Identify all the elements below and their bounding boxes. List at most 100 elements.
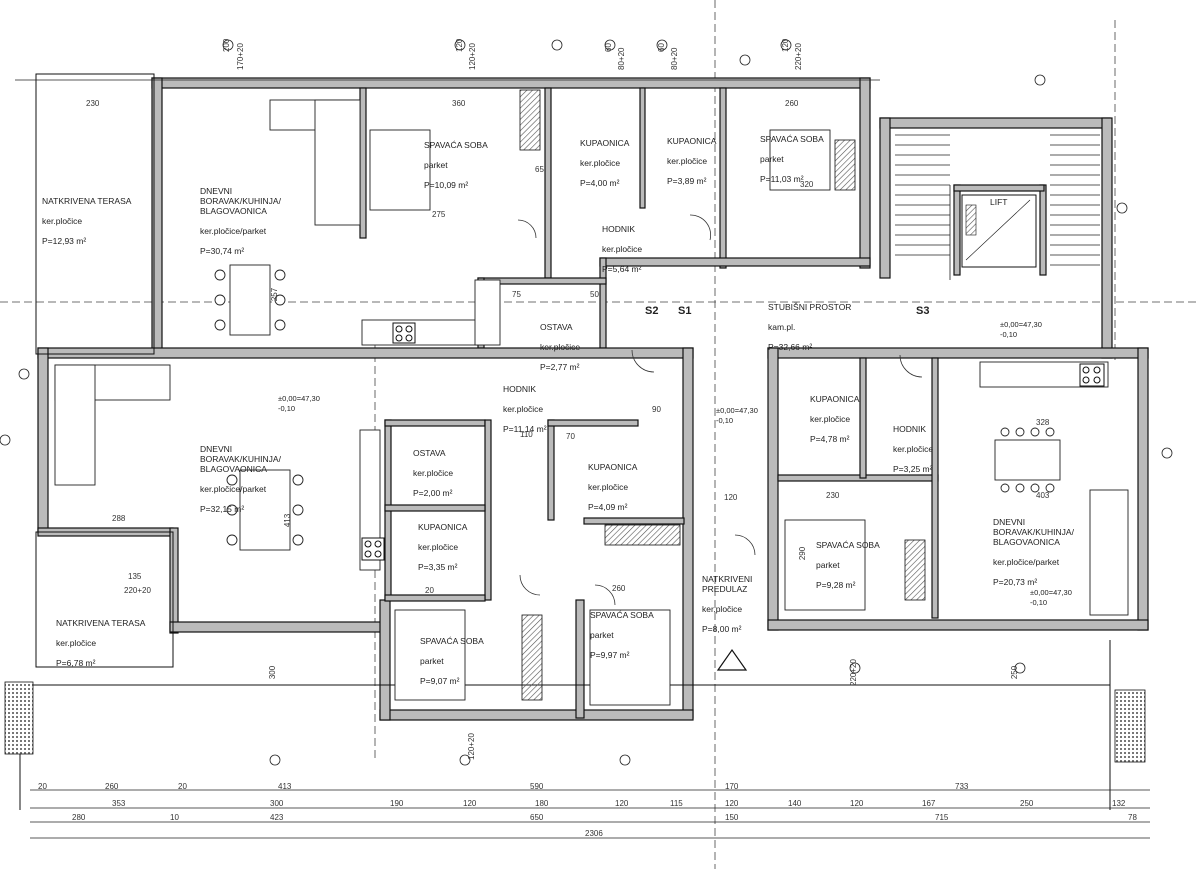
room-name: KUPAONICA [667,136,717,146]
room-name: HODNIK [893,424,927,434]
dimension-value: 650 [530,813,544,822]
room-name: KUPAONICA [580,138,630,148]
dimension-value: 120 [725,799,739,808]
room-area: P=11,14 m² [503,424,547,434]
room-label-kupaonica-2: KUPAONICA ker.pločice P=3,89 m² [667,126,716,196]
room-label-hodnik-3: HODNIK ker.pločice P=3,25 m² [893,414,933,484]
room-label-spavaca-1: SPAVAĆA SOBA parket P=10,09 m² [424,130,488,200]
stove-icons [361,322,1105,561]
dimension-value: 413 [283,513,293,528]
dimension-lines [15,79,1150,839]
dimension-value: 590 [530,782,544,791]
room-area: P=20,73 m² [993,577,1038,587]
dimension-value: 200 [222,38,231,52]
room-name: SPAVAĆA SOBA [816,540,880,550]
room-label-spavaca-2: SPAVAĆA SOBA parket P=11,03 m² [760,124,824,194]
level-marker: ±0,00=47,30 -0,10 [716,406,758,425]
room-finish: ker.pločice [418,542,459,552]
room-name: DNEVNI BORAVAK/KUHINJA/ BLAGOVAONICA [200,186,281,216]
room-label-ostava-1: OSTAVA ker.pločice P=2,77 m² [540,312,580,382]
dimension-value: 220+20 [124,586,151,595]
dimension-value: 80+20 [670,47,679,70]
dimension-value: 70 [566,432,575,441]
dimension-value: 288 [112,514,126,523]
room-name: OSTAVA [540,322,573,332]
dimension-value: 715 [935,813,949,822]
dimension-value: 132 [1112,799,1126,808]
room-finish: ker.pločice [42,216,83,226]
dimension-value: 120+20 [468,43,477,70]
dimension-value: 353 [112,799,126,808]
room-area: P=4,09 m² [588,502,628,512]
axis-markers [0,39,1173,766]
room-finish: ker.pločice [503,404,544,414]
room-label-dnevni-3: DNEVNI BORAVAK/KUHINJA/ BLAGOVAONICA ker… [993,507,1074,597]
level-marker: ±0,00=47,30 -0,10 [1030,588,1072,607]
dimension-value: 170 [725,782,739,791]
room-area: P=9,97 m² [590,650,630,660]
room-finish: ker.pločice [667,156,708,166]
room-label-kupaonica-1: KUPAONICA ker.pločice P=4,00 m² [580,128,629,198]
dimension-value: 20 [178,782,187,791]
lift-shaft [961,194,1037,268]
room-name: KUPAONICA [588,462,638,472]
room-label-kupaonica-3: KUPAONICA ker.pločice P=4,09 m² [588,452,637,522]
room-name: HODNIK [503,384,537,394]
dimension-value: 250 [1020,799,1034,808]
walls [37,77,1149,721]
room-name: DNEVNI BORAVAK/KUHINJA/ BLAGOVAONICA [993,517,1074,547]
room-label-ostava-2: OSTAVA ker.pločice P=2,00 m² [413,438,453,508]
room-label-spavaca-4: SPAVAĆA SOBA parket P=9,07 m² [420,626,484,696]
dimension-value: 260 [105,782,119,791]
dimension-value: 230 [826,491,840,500]
room-name: SPAVAĆA SOBA [590,610,654,620]
room-label-dnevni-1: DNEVNI BORAVAK/KUHINJA/ BLAGOVAONICA ker… [200,176,281,266]
section-s3-label: S3 [916,305,930,317]
room-finish: parket [760,154,784,164]
room-area: P=2,00 m² [413,488,453,498]
room-name: DNEVNI BORAVAK/KUHINJA/ BLAGOVAONICA [200,444,281,474]
room-finish: ker.pločice [810,414,851,424]
dimension-value: 120 [850,799,864,808]
room-finish: parket [420,656,444,666]
dimension-value: 257 [270,287,280,302]
room-name: SPAVAĆA SOBA [424,140,488,150]
room-finish: ker.pločice [580,158,621,168]
dimension-value: 115 [670,799,683,808]
dimension-value: 275 [432,210,446,219]
dimension-value: 10 [170,813,179,822]
dimension-value: 120 [781,38,790,52]
room-name: OSTAVA [413,448,446,458]
room-label-stubisni: STUBIŠNI PROSTOR kam.pl. P=32,66 m² [768,292,851,362]
room-finish: ker.pločice [588,482,629,492]
room-area: P=8,00 m² [702,624,742,634]
room-name: NATKRIVENI PREDULAZ [702,574,753,594]
dimension-value: 290 [798,546,808,561]
room-name: NATKRIVENA TERASA [42,196,132,206]
dimension-total: 2306 [585,829,603,838]
dimension-value: 260 [612,584,626,593]
room-label-dnevni-2: DNEVNI BORAVAK/KUHINJA/ BLAGOVAONICA ker… [200,434,281,524]
room-area: P=5,64 m² [602,264,642,274]
dimension-value: 80+20 [617,47,626,70]
dimension-value: 120 [455,38,464,52]
room-finish: ker.pločice [413,468,454,478]
room-name: KUPAONICA [810,394,860,404]
room-finish: kam.pl. [768,322,796,332]
staircase [895,134,1100,280]
room-finish: ker.pločice [702,604,743,614]
grates [4,681,1146,763]
room-finish: parket [424,160,448,170]
room-area: P=3,89 m² [667,176,707,186]
dimension-value: 403 [1036,491,1050,500]
dimension-value: 220+20 [848,659,858,686]
room-area: P=32,15 m² [200,504,245,514]
room-name: HODNIK [602,224,636,234]
room-area: P=3,25 m² [893,464,933,474]
dimension-value: 280 [72,813,86,822]
dimension-value: 120+20 [466,733,476,760]
dimension-value: 250 [1010,665,1020,680]
dimension-value: 320 [800,180,814,189]
dimension-value: 190 [390,799,404,808]
